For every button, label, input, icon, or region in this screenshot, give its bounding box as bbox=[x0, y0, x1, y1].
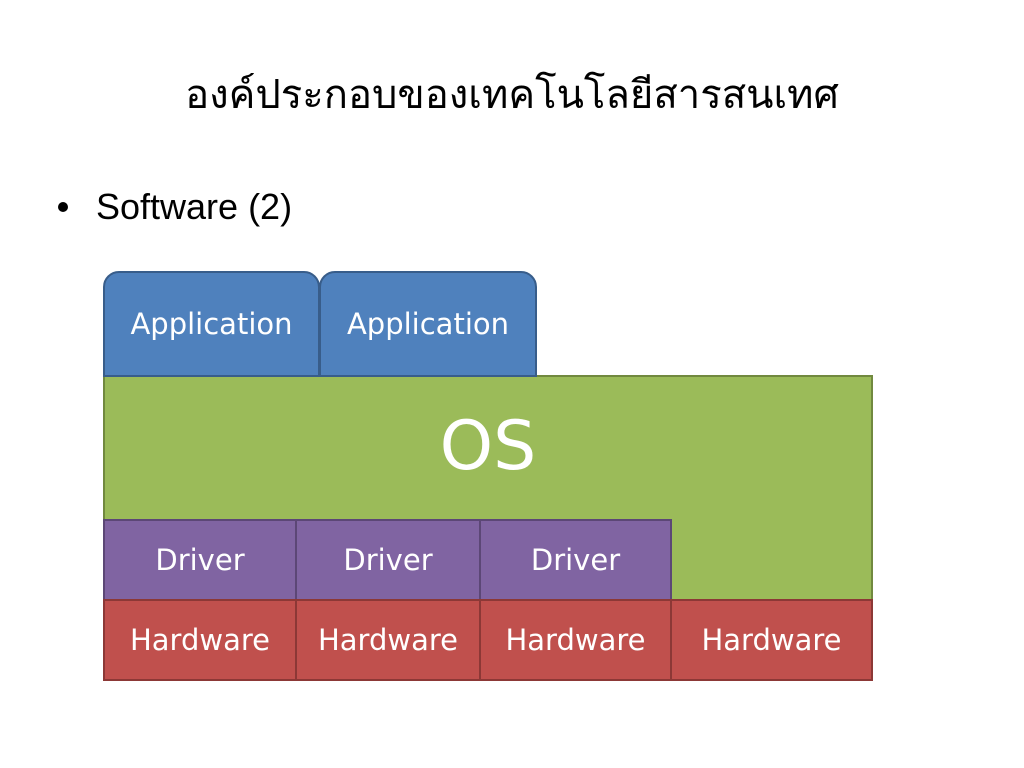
slide-title: องค์ประกอบของเทคโนโลยีสารสนเทศ bbox=[185, 72, 839, 118]
application-box-1: Application bbox=[103, 271, 320, 377]
hardware-box-4: Hardware bbox=[670, 599, 873, 681]
bullet-item: Software (2) bbox=[58, 186, 292, 228]
bullet-text: Software (2) bbox=[96, 186, 293, 227]
hardware-box-3: Hardware bbox=[479, 599, 672, 681]
driver-box-1: Driver bbox=[103, 519, 297, 601]
hardware-box-2: Hardware bbox=[295, 599, 481, 681]
application-box-2: Application bbox=[319, 271, 537, 377]
driver-box-2: Driver bbox=[295, 519, 481, 601]
hardware-box-1: Hardware bbox=[103, 599, 297, 681]
driver-box-3: Driver bbox=[479, 519, 672, 601]
bullet-dot-icon bbox=[58, 202, 68, 212]
